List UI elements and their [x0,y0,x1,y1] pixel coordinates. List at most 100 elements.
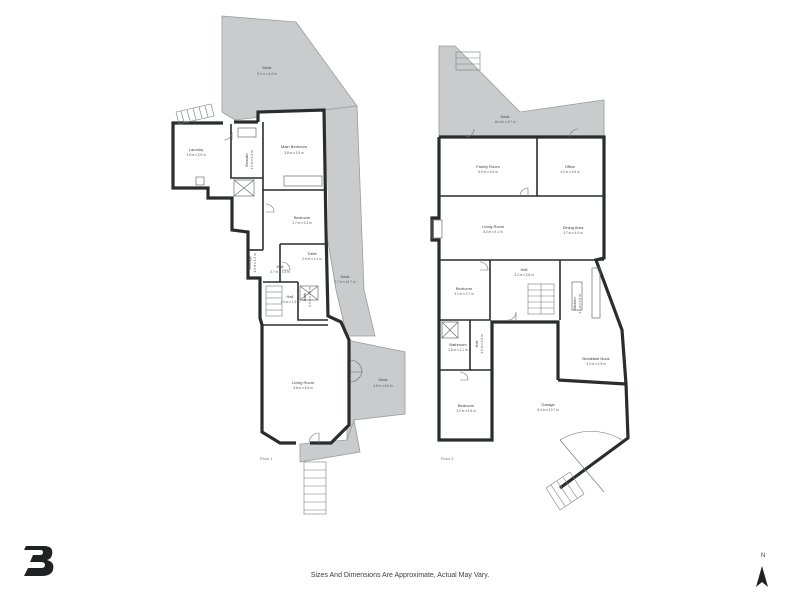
floor1-deck-top-label: Deck [262,65,271,70]
floor2-family-room-label: Family Room [476,164,500,169]
floor2-kitchen-label: Kitchen [572,297,577,310]
floor2-breakfast-nook-label: Breakfast Nook [582,356,609,361]
floor1-ensuite-dims: 1.9 m x 4.2 m [250,150,254,170]
floor1-bath-label: Bath [302,293,307,301]
floor1-storage-label: Storage [247,255,252,270]
floor1-hall2-label: Hall [287,294,294,299]
floor2-office-label: Office [565,164,576,169]
floor2-garage-area [490,318,628,490]
floor2-garage-label: Garage [541,402,555,407]
floor2-living-room-dims: 6.2 m x 4.1 m [483,230,503,234]
floor1-living-room-label: Living Room [292,380,315,385]
floor2-kitchen-island [571,281,583,311]
floor1-ensuite-label: Ensuite [244,153,249,167]
floor2-hall-small-label: Hall [474,340,479,347]
floor1-door-bed [265,203,275,213]
floor2-door-bedroom [479,261,489,271]
floor1-deck-top-area [221,15,358,121]
floor1-deck-side-area [324,105,376,337]
floor1-stairs-inner [265,285,283,317]
floor2-kitchen-bench [591,267,601,319]
floor2-bedroom-dims: 3.1 m x 3.7 m [454,292,474,296]
floor1-wardrobe [283,175,323,187]
floor1-deck-small-label: Deck [378,377,387,382]
floor2-bath-shower [441,321,459,339]
floor1-wall-ensuite [230,124,263,179]
floor2-hall-small-dims: 1.1 m x 2.0 m [480,334,484,354]
floor1-bath-shower [299,285,319,301]
floor2-bedroom-label: Bedroom [456,286,473,291]
floor2-outer-wall-2 [430,137,494,442]
floor1-laundry-dims: 3.5 m x 3.9 m [186,153,206,157]
floor2-family-room-dims: 6.0 m x 3.6 m [478,170,498,174]
floor2-hall-dims: 3.2 m x 3.8 m [514,273,534,277]
floor1-outer-wall [256,108,351,445]
floor2-breakfast-nook-dims: 4.2 m x 2.9 m [586,362,606,366]
floor1-deck-side-label: Deck [340,274,349,279]
floor2-dining-area-dims: 3.7 m x 4.0 m [563,231,583,235]
floor2-hall-label: Hall [521,267,528,272]
floor1-bath-dims: 0.9 m x 1.8 m [308,287,312,307]
floor1-deck-side-dims: 2.7 m x 14.7 m [334,280,355,284]
floor2-living-room-label: Living Room [482,224,505,229]
floor2-bedroom2-label: Bedroom [458,403,475,408]
floor1-main-bedroom-label: Main Bedroom [281,144,308,149]
floor2-deck-label: Deck [500,114,509,119]
floor1-storage-dims: 1.0 m x 1.2 m [253,253,257,273]
floor1-deck-top-dims: 8.1 m x 4.8 m [257,72,277,76]
floor1-hall-label: Hall [277,264,284,269]
floor2-door-deck [465,128,475,138]
floor1-stairs-top [175,103,215,125]
floor1-vanity [237,127,257,138]
floor1-door-deck-2 [349,369,363,383]
floor1-door-entry [308,432,320,444]
floor2-garage-door [559,431,623,493]
floor2-office-dims: 4.1 m x 3.6 m [560,170,580,174]
disclaimer-text: Sizes And Dimensions Are Approximate, Ac… [310,572,490,579]
floor1-toilet-dims: 0.9 m x 1.4 m [302,257,322,261]
floor-2-plan: Deck 16.4 m x 5.7 m Family Room 6.0 m x … [430,45,630,511]
floor1-laundry-label: Laundry [189,147,203,152]
floor-1-plan: Deck 8.1 m x 4.8 m Laundry 3.5 m x 3.9 m… [171,15,406,515]
floor2-stairs [527,283,555,315]
floor2-bathroom-dims: 2.8 m x 2.1 m [448,348,468,352]
floor1-stairs-bottom [303,461,327,515]
floor2-door-hall [507,311,517,321]
floor2-fireplace [431,219,443,239]
floor2-garage-dims: 8.4 m x 10.7 m [537,408,558,412]
north-arrow-icon [756,566,768,587]
floor1-main-bedroom-dims: 3.8 m x 3.9 m [284,151,304,155]
floor2-deck-area [438,45,605,137]
floor1-hall2-dims: 1.0 m x 1.3 m [280,300,300,304]
floor2-outer-wall [439,135,630,490]
floor2-wall-bedroom [439,260,491,321]
brand-logo-icon [24,546,54,576]
floor2-door-bed2 [459,371,469,381]
floor1-door-laundry [223,131,233,141]
floor2-door-office [569,128,579,138]
floor1-deck-small-dims: 3.5 m x 5.6 m [373,384,393,388]
floor1-toilet-label: Toilet [307,251,317,256]
floor1-hall-dims: 2.7 m x 1.5 m [270,270,290,274]
floor2-door-family [519,187,529,197]
floor1-shower [233,179,255,197]
floor2-kitchen-dims: 4.1 m x 4.8 m [578,294,582,314]
floor1-laundry-tub [195,176,205,186]
floor1-deck-small-area [346,339,406,441]
floor2-bedroom2-dims: 3.2 m x 4.5 m [456,409,476,413]
floor2-label: Floor 2 [441,456,454,461]
floor2-bathroom-label: Bathroom [449,342,467,347]
floor2-wall-breakfast [557,378,627,386]
floor2-deck-dims: 16.4 m x 5.7 m [494,120,515,124]
floor1-door-toilet [281,261,291,271]
floor2-garage-stairs [545,471,585,511]
floor2-wall-garage [490,320,560,380]
floor2-deck-stairs [455,51,481,71]
floor1-label: Floor 1 [260,456,273,461]
compass-label: N [761,553,766,559]
floor1-outer-wall-2 [171,121,296,445]
floor1-apron-area [299,418,361,463]
floor2-dining-area-label: Dining Area [563,225,584,230]
floor1-bedroom-dims: 2.7 m x 3.3 m [292,221,312,225]
